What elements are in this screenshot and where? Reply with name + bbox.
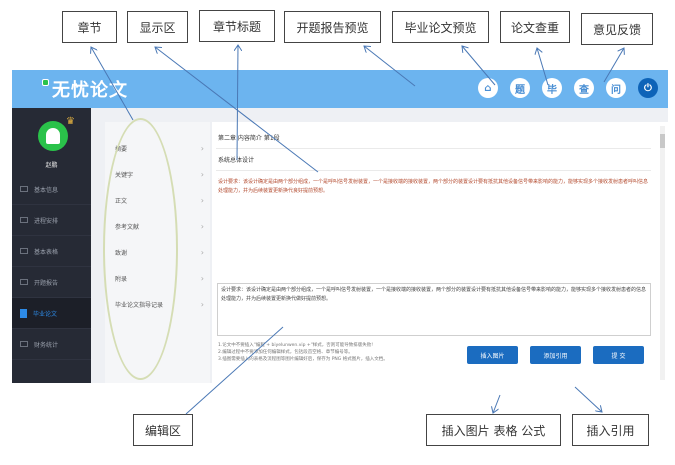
power-icon[interactable]: ⏻ <box>638 78 658 98</box>
chapter-item-body[interactable]: 正文› <box>115 195 204 205</box>
crown-icon: ♛ <box>66 116 75 127</box>
annotation-chapter: 章节 <box>62 11 117 43</box>
proposal-preview-icon[interactable]: 题 <box>510 78 530 98</box>
section-title: 系统总体设计 <box>218 157 255 164</box>
chapter-list: 摘要› 关键字› 正文› 参考文献› 致谢› 附录› 毕业论文指导记录› <box>105 122 210 383</box>
chevron-right-icon: › <box>200 169 204 179</box>
schedule-icon <box>20 217 28 223</box>
annotation-proposal-preview: 开题报告预览 <box>284 11 381 43</box>
info-icon <box>20 186 28 192</box>
logo-text: 无忧论文 <box>52 80 128 101</box>
sidebar-item-thesis[interactable]: 毕业论文 <box>12 298 91 329</box>
editor-hints: 1.论文中不要插入"编程 + biyelunwen.vip +"样式，否则可能导… <box>218 343 388 362</box>
sidebar-item-schedule[interactable]: 进程安排 <box>12 205 91 236</box>
document-icon <box>20 308 27 318</box>
home-icon[interactable]: ⌂ <box>478 78 498 98</box>
sidebar-item-basic-info[interactable]: 基本信息 <box>12 174 91 205</box>
chapter-item-guidance-records[interactable]: 毕业论文指导记录› <box>115 299 204 309</box>
avatar[interactable]: ♛ <box>38 116 75 151</box>
top-bar: 无忧论文 ⌂ 题 毕 查 问 ⏻ <box>12 70 668 108</box>
report-icon <box>20 279 28 285</box>
annotation-insert-media: 插入图片 表格 公式 <box>426 414 561 446</box>
chevron-right-icon: › <box>200 143 204 153</box>
chevron-right-icon: › <box>200 273 204 283</box>
editor-textarea[interactable]: 设计要求：该设计确定是由两个部分组成，一个是呼叫信号发射装置，一个是接收端的接收… <box>217 283 651 336</box>
table-icon <box>20 248 28 254</box>
annotation-editor-area: 编辑区 <box>133 414 193 446</box>
username: 赵鹏 <box>45 162 58 169</box>
insert-image-button[interactable]: 插入图片 <box>467 346 518 364</box>
add-citation-button[interactable]: 添加引用 <box>530 346 581 364</box>
submit-button[interactable]: 提 交 <box>593 346 644 364</box>
chapter-item-abstract[interactable]: 摘要› <box>115 143 204 153</box>
chapter-item-acknowledgements[interactable]: 致谢› <box>115 247 204 257</box>
logo[interactable]: 无忧论文 <box>42 76 128 102</box>
chevron-right-icon: › <box>200 247 204 257</box>
sidebar-item-finance[interactable]: 财务统计 <box>12 329 91 360</box>
thesis-preview-icon[interactable]: 毕 <box>542 78 562 98</box>
display-panel: 第二章 内容简介 第1段 系统总体设计 设计要求：该设计确定是由两个部分组成，一… <box>212 122 668 383</box>
annotation-chapter-title: 章节标题 <box>199 10 275 42</box>
plagiarism-check-icon[interactable]: 查 <box>574 78 594 98</box>
sidebar-item-proposal[interactable]: 开题报告 <box>12 267 91 298</box>
top-toolbar: ⌂ 题 毕 查 问 ⏻ <box>478 78 658 98</box>
chapter-item-appendix[interactable]: 附录› <box>115 273 204 283</box>
chapter-item-references[interactable]: 参考文献› <box>115 221 204 231</box>
display-content: 设计要求：该设计确定是由两个部分组成，一个是呼叫信号发射装置，一个是接收端的接收… <box>218 179 649 194</box>
annotation-feedback: 意见反馈 <box>581 13 653 45</box>
sidebar: ♛ 赵鹏 基本信息 进程安排 基本表格 开题报告 毕业论文 财务统计 <box>12 108 91 383</box>
logo-mark-icon <box>42 79 49 86</box>
chapter-title: 第二章 内容简介 第1段 <box>218 135 280 142</box>
annotation-insert-citation: 插入引用 <box>572 414 649 446</box>
chevron-right-icon: › <box>200 195 204 205</box>
chapter-item-keywords[interactable]: 关键字› <box>115 169 204 179</box>
annotation-display-area: 显示区 <box>127 11 188 43</box>
scrollbar-thumb[interactable] <box>660 134 665 148</box>
chart-icon <box>20 341 28 347</box>
annotation-thesis-preview: 毕业论文预览 <box>392 11 489 43</box>
annotation-plagiarism-check: 论文查重 <box>500 11 570 43</box>
feedback-icon[interactable]: 问 <box>606 78 626 98</box>
chevron-right-icon: › <box>200 221 204 231</box>
scrollbar[interactable] <box>660 126 665 380</box>
chevron-right-icon: › <box>200 299 204 309</box>
sidebar-item-forms[interactable]: 基本表格 <box>12 236 91 267</box>
